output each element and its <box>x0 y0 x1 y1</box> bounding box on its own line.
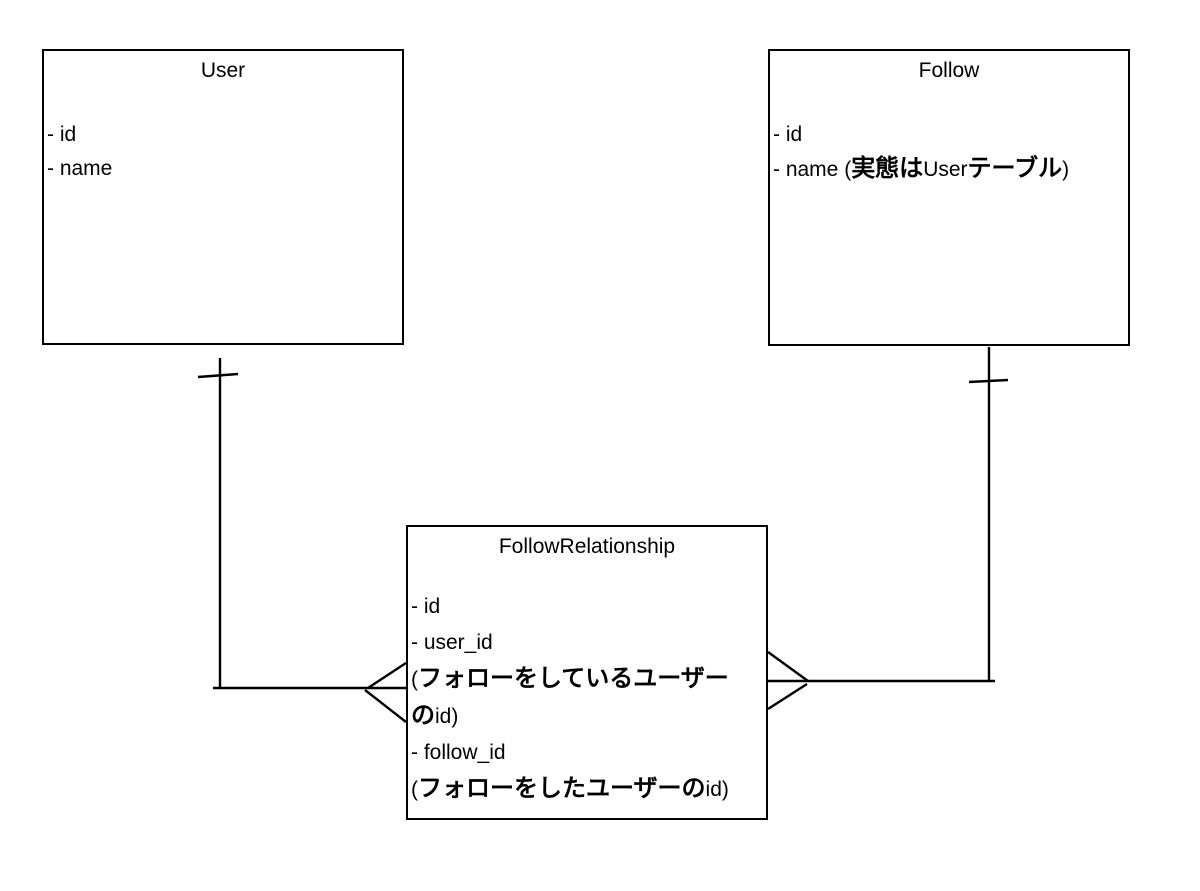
cardinality-one-tick-icon <box>968 378 1009 384</box>
entity-follow-fields: - id - name (実態はUserテーブル) <box>770 118 1128 187</box>
entity-user[interactable]: User - id - name <box>42 49 404 345</box>
cjk-text: フォローをしているユーザー <box>418 665 729 692</box>
cjk-text: の <box>411 702 435 729</box>
entity-user-title: User <box>200 59 246 82</box>
entity-field: - id <box>773 123 803 146</box>
cardinality-one-tick-icon <box>197 372 239 379</box>
cjk-text: フォローをしたユーザーの <box>418 775 706 802</box>
entity-user-fields: - id - name <box>44 118 402 186</box>
entity-field: のid) <box>411 702 459 729</box>
connector-follow-followrelationship[interactable] <box>767 347 1009 711</box>
connector-user-followrelationship[interactable] <box>197 358 407 723</box>
cjk-text: テーブル <box>967 155 1063 182</box>
entity-followrelationship-fields: - id - user_id (フォローをしているユーザーのid) - follow_… <box>408 589 766 808</box>
entity-field: - follow_id <box>411 741 506 764</box>
entity-follow-title: Follow <box>918 59 980 82</box>
entity-followrelationship[interactable]: FollowRelationship - id - user_id (フォローをして… <box>406 525 768 820</box>
entity-field: - id <box>411 595 441 618</box>
entity-follow[interactable]: Follow - id - name (実態はUserテーブル) <box>768 49 1130 346</box>
cardinality-many-crowfoot-icon <box>767 651 809 711</box>
entity-field: - name <box>47 157 113 180</box>
entity-field: - id <box>47 123 77 146</box>
entity-field: - name (実態はUserテーブル) <box>773 155 1070 182</box>
cjk-text: 実態は <box>851 155 924 182</box>
entity-followrelationship-title: FollowRelationship <box>498 535 676 558</box>
entity-field: (フォローをしているユーザー <box>411 665 729 692</box>
cardinality-many-crowfoot-icon <box>364 661 407 723</box>
entity-field: (フォローをしたユーザーのid) <box>411 775 729 802</box>
entity-field: - user_id <box>411 631 493 654</box>
